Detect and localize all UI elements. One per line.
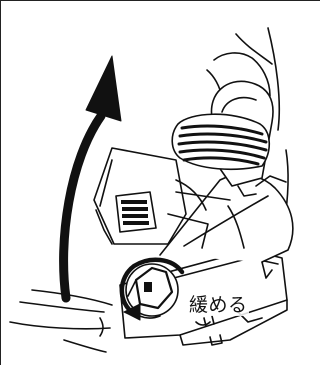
loosen-label: 緩める — [188, 294, 249, 316]
left-hand — [10, 290, 112, 352]
ribbed-grip — [172, 114, 269, 169]
battery-pack — [116, 192, 156, 232]
